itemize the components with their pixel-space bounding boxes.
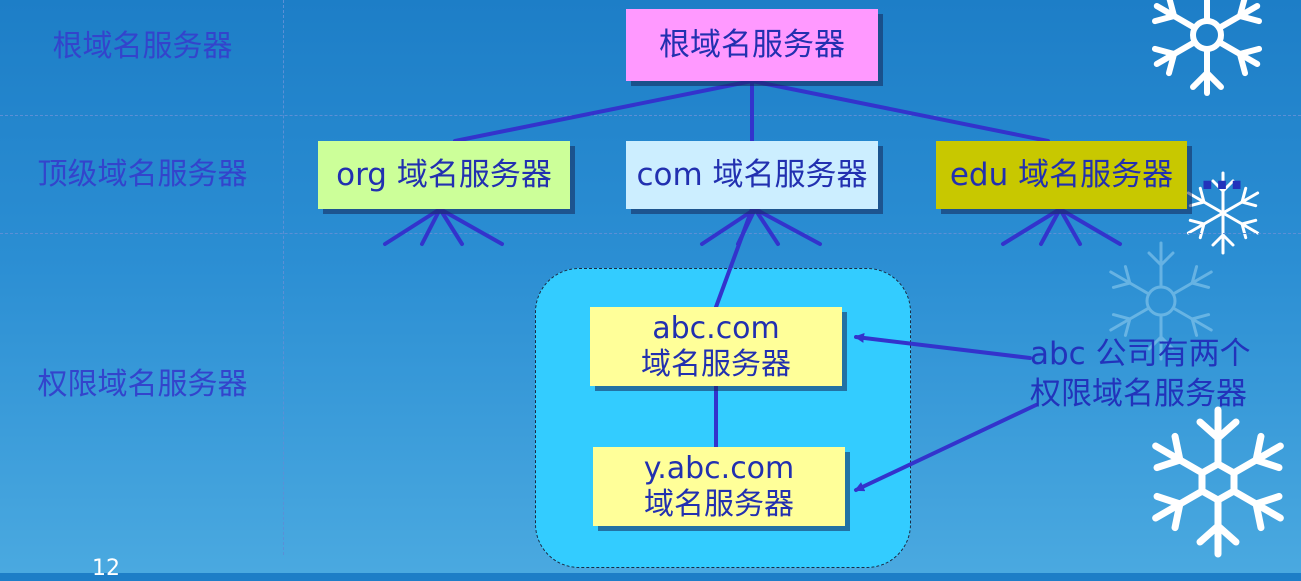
yabc-server-label: 域名服务器 [644, 486, 794, 522]
snowflake-icon [1142, 0, 1272, 100]
org-child-fan [383, 207, 504, 246]
snowflake-icon [1103, 241, 1219, 361]
label-column-divider [283, 0, 284, 555]
page-number: 12 [92, 556, 120, 581]
annotation-line-1: abc 公司有两个 [1030, 336, 1251, 372]
note-arrow-yabc [854, 403, 1038, 492]
snowflake-icon [1181, 171, 1265, 255]
abc-server-domain: abc.com [652, 310, 780, 346]
level-label-root: 根域名服务器 [52, 29, 233, 64]
com-child-fan [700, 207, 822, 246]
abc-server-label: 域名服务器 [641, 346, 791, 382]
link-root-edu [750, 79, 1050, 143]
yabc-server-box: y.abc.com 域名服务器 [593, 447, 845, 526]
org-server-box: org 域名服务器 [318, 141, 570, 209]
annotation-line-2: 权限域名服务器 [1030, 376, 1247, 412]
com-server-box: com 域名服务器 [626, 141, 878, 209]
level-divider [0, 233, 1301, 234]
note-arrow-abc [854, 332, 1032, 360]
more-servers-ellipsis: … [1200, 149, 1250, 200]
link-root-org [453, 79, 754, 143]
edu-server-box: edu 域名服务器 [936, 141, 1187, 209]
snowflake-icon [1138, 406, 1298, 573]
yabc-server-domain: y.abc.com [643, 450, 795, 486]
level-label-auth: 权限域名服务器 [37, 367, 248, 402]
level-label-top: 顶级域名服务器 [37, 157, 248, 192]
annotation-note: abc 公司有两个 权限域名服务器 [1030, 334, 1295, 414]
root-server-box: 根域名服务器 [626, 9, 878, 81]
edu-child-fan [1001, 207, 1122, 246]
abc-server-box: abc.com 域名服务器 [590, 307, 842, 386]
level-divider [0, 115, 1301, 116]
